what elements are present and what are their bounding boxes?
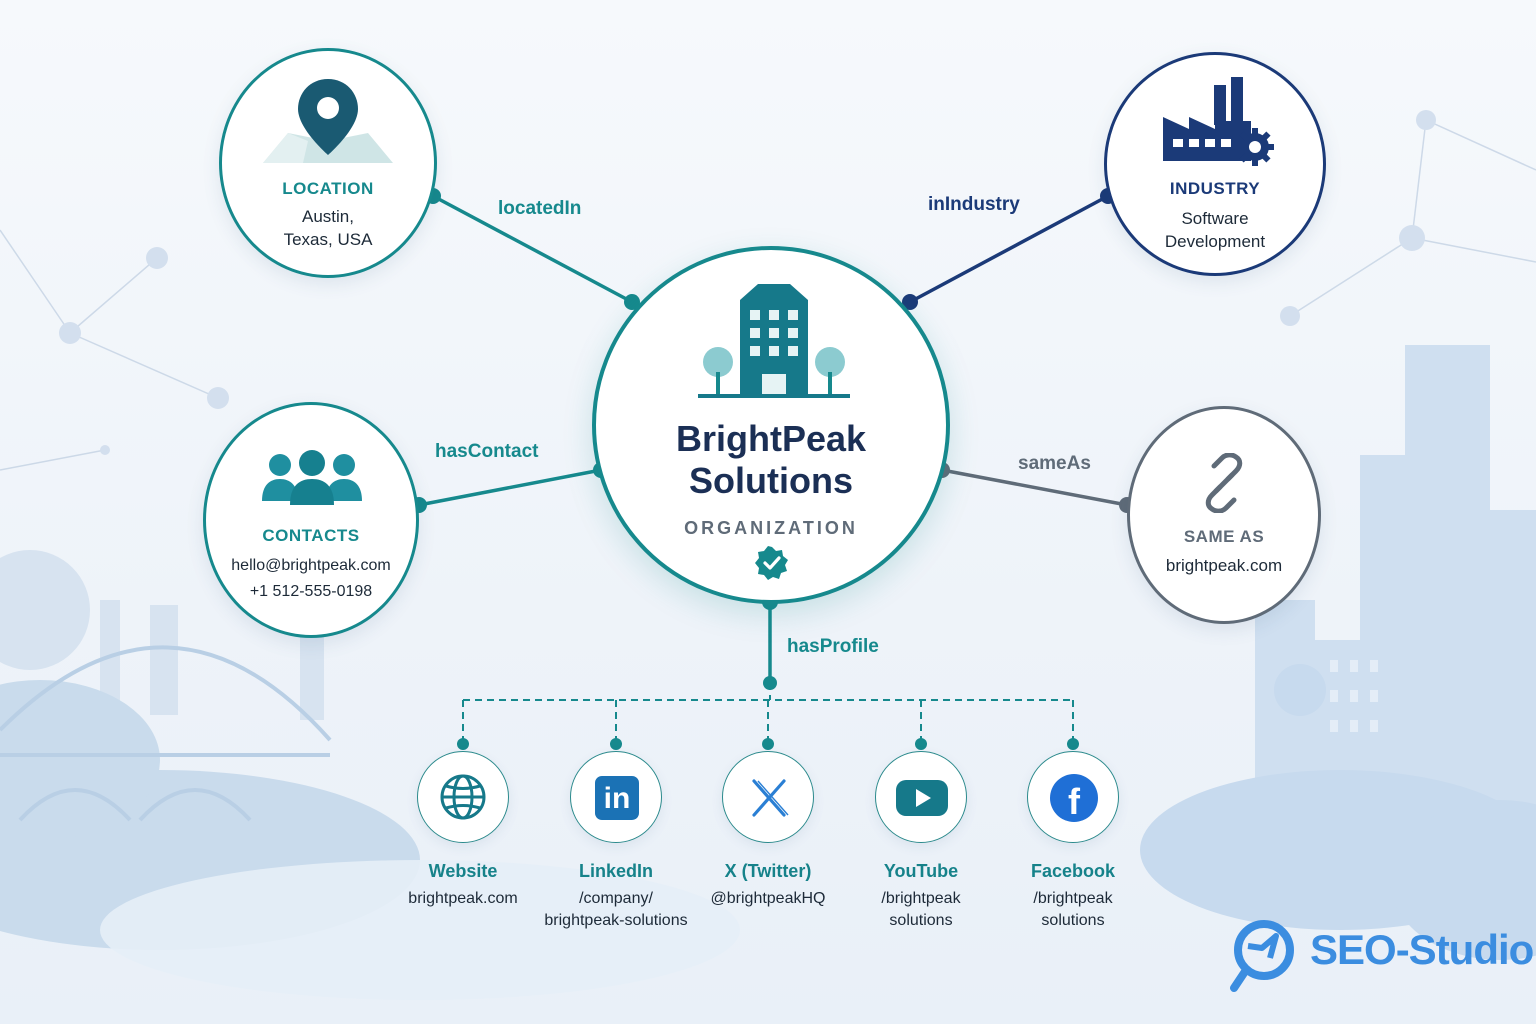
edge-has-contact (418, 468, 602, 507)
organization-name-line1: BrightPeak (675, 418, 867, 459)
facebook-icon: f (1050, 774, 1098, 822)
edge-label-same-as: sameAs (1018, 453, 1091, 474)
edge-label-has-profile: hasProfile (787, 636, 879, 657)
industry-node[interactable]: INDUSTRY Software Development (1104, 52, 1326, 276)
location-region: Texas, USA (283, 230, 373, 249)
edge-label-has-contact: hasContact (435, 441, 539, 462)
location-node[interactable]: LOCATION Austin, Texas, USA (219, 48, 437, 278)
youtube-handle-line2[interactable]: solutions (889, 912, 953, 929)
x-twitter-label: X (Twitter) (724, 861, 812, 881)
organization-type-label: ORGANIZATION (684, 518, 858, 538)
edge-label-located-in: locatedIn (498, 198, 582, 219)
people-icon (262, 450, 362, 505)
factory-icon (1163, 77, 1274, 166)
facebook-handle-line2[interactable]: solutions (1041, 912, 1105, 929)
brand-name: SEO-Studio (1310, 926, 1534, 974)
contacts-phone[interactable]: +1 512-555-0198 (249, 583, 373, 600)
facebook-profile[interactable]: f (1027, 751, 1119, 843)
x-twitter-profile[interactable] (722, 751, 814, 843)
location-city: Austin, (302, 207, 354, 226)
building-icon (698, 284, 850, 398)
industry-line1: Software (1181, 209, 1249, 228)
linkedin-handle-line1[interactable]: /company/ (579, 890, 653, 907)
website-handle[interactable]: brightpeak.com (408, 890, 518, 907)
same-as-title: SAME AS (1183, 527, 1265, 546)
organization-node[interactable]: BrightPeak Solutions ORGANIZATION (592, 246, 950, 604)
profile-branch-lines (462, 683, 1074, 744)
seo-studio-logo-icon (1230, 920, 1294, 992)
youtube-handle-line1[interactable]: /brightpeak (881, 890, 961, 907)
website-profile[interactable] (417, 751, 509, 843)
globe-icon (440, 774, 486, 820)
organization-name-line2: Solutions (689, 460, 853, 501)
edge-in-industry (909, 194, 1109, 304)
facebook-handle-line1[interactable]: /brightpeak (1033, 890, 1113, 907)
industry-title: INDUSTRY (1169, 179, 1261, 198)
map-pin-icon (263, 79, 393, 163)
linkedin-handle-line2[interactable]: brightpeak-solutions (544, 912, 688, 929)
edge-same-as (941, 468, 1128, 507)
contacts-node[interactable]: CONTACTS hello@brightpeak.com +1 512-555… (203, 402, 419, 638)
x-twitter-handle[interactable]: @brightpeakHQ (710, 890, 826, 907)
website-label: Website (428, 861, 498, 881)
youtube-profile[interactable] (875, 751, 967, 843)
facebook-label: Facebook (1030, 861, 1116, 881)
location-title: LOCATION (282, 179, 374, 198)
verified-badge-icon (755, 546, 788, 580)
x-icon (752, 779, 789, 817)
linkedin-icon: in (595, 776, 639, 820)
contacts-title: CONTACTS (262, 526, 360, 545)
same-as-node[interactable]: SAME AS brightpeak.com (1127, 406, 1321, 624)
linkedin-label: LinkedIn (578, 861, 653, 881)
edge-label-in-industry: inIndustry (928, 194, 1020, 215)
industry-line2: Development (1164, 232, 1266, 251)
brand-name-text: SEO-Studio (1310, 926, 1534, 973)
youtube-icon (896, 780, 948, 816)
edge-located-in (432, 194, 633, 304)
link-icon (1205, 453, 1243, 513)
contacts-email[interactable]: hello@brightpeak.com (231, 557, 391, 574)
same-as-url[interactable]: brightpeak.com (1165, 556, 1283, 575)
linkedin-profile[interactable]: in (570, 751, 662, 843)
youtube-label: YouTube (883, 861, 959, 881)
